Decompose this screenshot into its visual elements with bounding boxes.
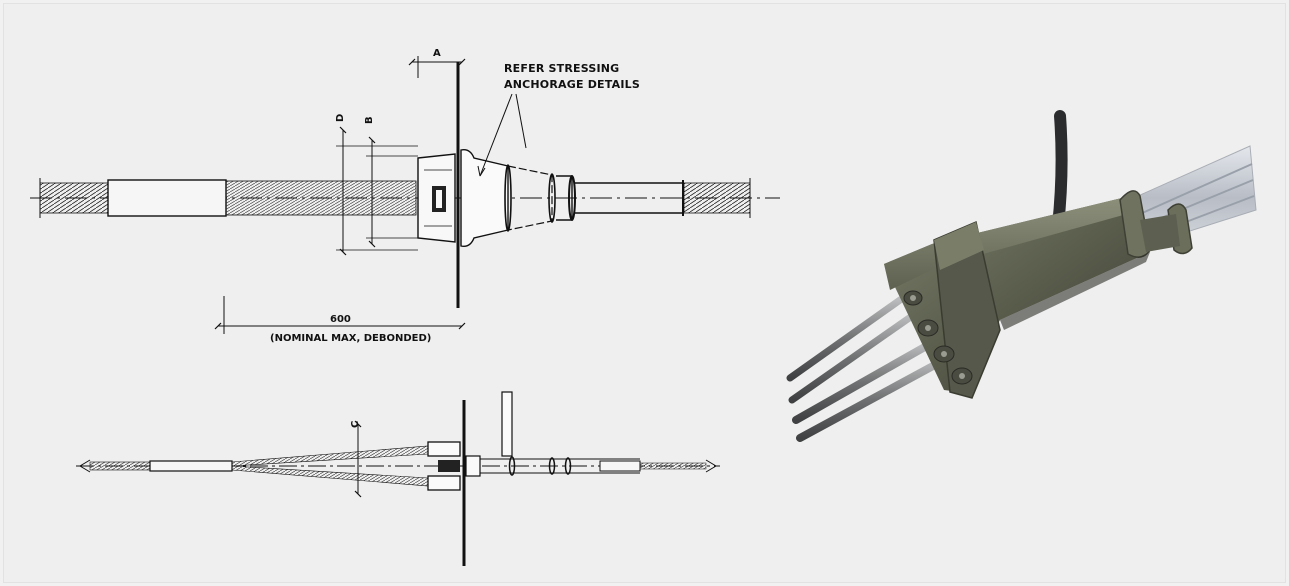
- dim-d-label: D: [335, 114, 346, 122]
- strand-bundle-left: [39, 182, 111, 214]
- elevation-view: A D B 600 (NOMINAL MAX, DEBOND: [30, 48, 780, 344]
- plan-view: C: [76, 391, 720, 566]
- callout-line-1: REFER STRESSING: [504, 62, 619, 75]
- dim-a-label: A: [433, 48, 441, 59]
- dim-600-note: (NOMINAL MAX, DEBONDED): [270, 333, 431, 344]
- photo-grout-tube: [1052, 110, 1068, 232]
- dim-600-label: 600: [330, 314, 351, 325]
- dimension-600: 600 (NOMINAL MAX, DEBONDED): [214, 296, 466, 344]
- photo-wedges: [903, 290, 973, 385]
- strand-bundle-right: [683, 182, 751, 214]
- dim-b-label: B: [364, 116, 375, 124]
- dimension-d: D: [335, 114, 418, 256]
- dimension-b: B: [364, 116, 418, 248]
- callout-stressing: REFER STRESSING ANCHORAGE DETAILS: [477, 62, 640, 177]
- callout-line-2: ANCHORAGE DETAILS: [504, 78, 640, 91]
- strand-bundle-middle: [225, 180, 417, 216]
- plan-grout-tube: [501, 391, 513, 457]
- photo-strands: [786, 296, 948, 442]
- photo-casting: [884, 190, 1193, 399]
- debond-sheath-right: [682, 180, 684, 216]
- dim-c-label: C: [350, 421, 361, 428]
- dimension-a: A: [408, 48, 466, 78]
